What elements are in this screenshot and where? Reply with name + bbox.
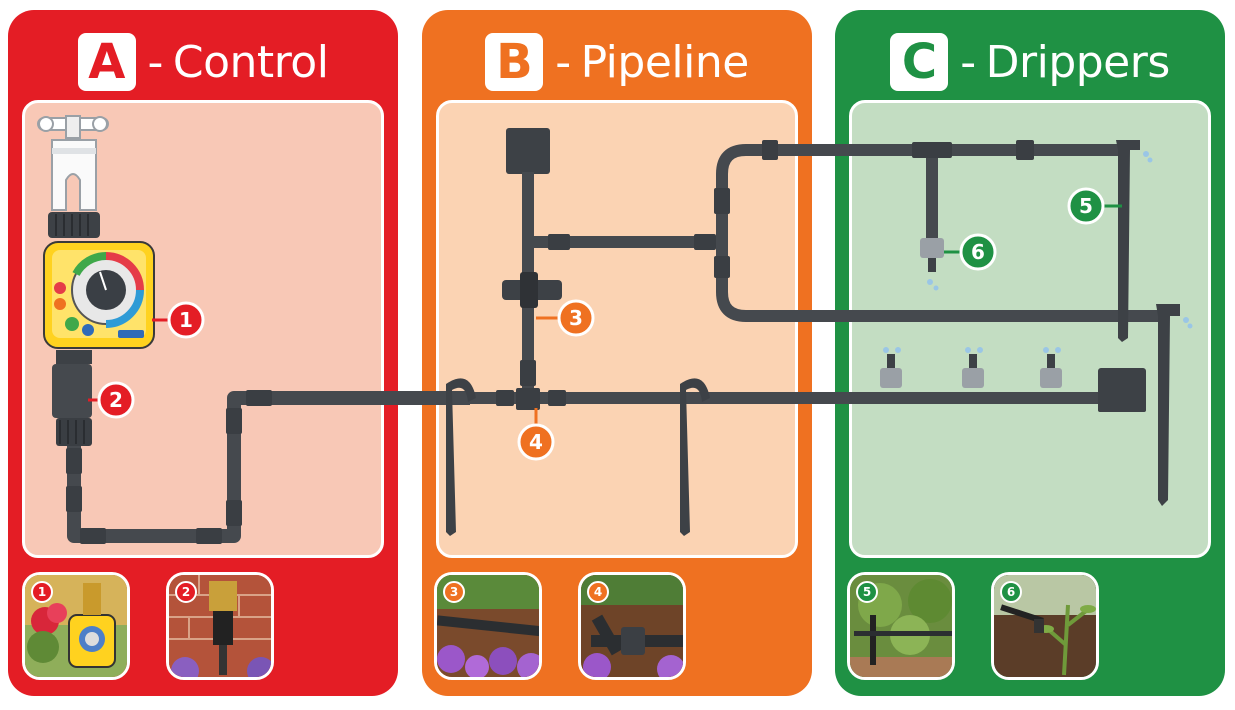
- callout-2: 2: [88, 381, 135, 419]
- connector-icon: [52, 350, 92, 446]
- panel-title-pipeline: B - Pipeline: [422, 32, 812, 92]
- photo-badge-3: 3: [443, 581, 465, 603]
- panel-heading-pipeline: Pipeline: [580, 36, 750, 88]
- callout-5: 5: [1067, 187, 1122, 225]
- callout-number-3: 3: [569, 306, 583, 330]
- pipe-fittings-control: [66, 390, 272, 544]
- photo-connector-on-tap: 2: [166, 572, 274, 680]
- callout-number-5: 5: [1079, 194, 1093, 218]
- callout-6: 6: [944, 233, 997, 271]
- callout-number-6: 6: [971, 240, 985, 264]
- photo-timer-on-tap: 1: [22, 572, 130, 680]
- panel-letter-b: B: [485, 33, 544, 91]
- end-plug-icon: [506, 128, 550, 174]
- tap-icon: [37, 115, 109, 211]
- photo-inline-dripper: 6: [991, 572, 1099, 680]
- title-separator: -: [147, 36, 164, 88]
- ground-stake-icon: [446, 378, 710, 536]
- callout-number-2: 2: [109, 388, 123, 412]
- photo-badge-2: 2: [175, 581, 197, 603]
- photo-badge-6: 6: [1000, 581, 1022, 603]
- title-separator: -: [960, 36, 976, 88]
- panel-title-drippers: C - Drippers: [835, 32, 1225, 92]
- photo-image-6: [994, 575, 1096, 677]
- panel-title-control: A - Control: [8, 32, 398, 92]
- photo-badge-4: 4: [587, 581, 609, 603]
- panel-pipeline: B - Pipeline 3 4: [422, 10, 812, 696]
- end-plug-icon: [1098, 368, 1146, 412]
- callout-4: 4: [517, 408, 555, 461]
- tee-connector-icon: [496, 360, 566, 410]
- callout-3: 3: [536, 299, 595, 337]
- inline-dripper-icon: [880, 238, 1062, 388]
- panel-letter-c: C: [890, 33, 949, 91]
- drippers-diagram-area: [849, 100, 1211, 558]
- pipe-fittings-pipeline: [548, 140, 778, 278]
- photo-pipe-in-garden: 3: [434, 572, 542, 680]
- panel-letter-a: A: [77, 33, 136, 91]
- pipe-clip-icon: [502, 272, 562, 308]
- photo-badge-1: 1: [31, 581, 53, 603]
- photo-stake-dripper: 5: [847, 572, 955, 680]
- pipe-run-control: [67, 391, 470, 543]
- panel-drippers: C - Drippers 5 6: [835, 10, 1225, 696]
- pipe-run-pipeline: [470, 144, 1162, 404]
- water-timer-icon: [43, 212, 155, 349]
- photo-tee-connector: 4: [578, 572, 686, 680]
- water-drop-icon: [883, 151, 1193, 353]
- title-separator: -: [555, 36, 571, 88]
- panel-heading-drippers: Drippers: [985, 36, 1171, 88]
- photo-badge-5: 5: [856, 581, 878, 603]
- callout-number-1: 1: [179, 308, 193, 332]
- callout-number-4: 4: [529, 430, 543, 454]
- callout-1: 1: [152, 301, 205, 339]
- pipeline-diagram-area: [436, 100, 798, 558]
- stake-dripper-icon: [1116, 140, 1180, 506]
- panel-heading-control: Control: [172, 36, 329, 88]
